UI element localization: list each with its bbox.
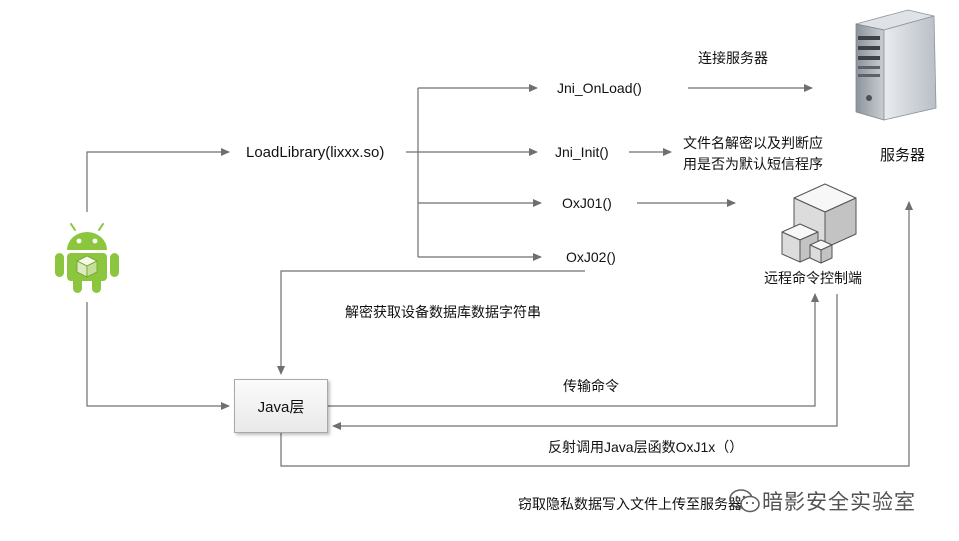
node-server-label: 服务器 [880,147,926,164]
annotation-transfer-command: 传输命令 [563,378,619,394]
node-jni-onload: Jni_OnLoad() [557,80,642,96]
android-icon [55,223,119,293]
node-load-library: LoadLibrary(lixxx.so) [246,144,385,161]
remote-cubes-icon [781,183,857,264]
arrow-java-to-server [280,201,913,467]
node-java-layer: Java层 [234,379,328,433]
node-oxj02: OxJ02() [566,249,616,265]
annotation-connect-server: 连接服务器 [698,50,768,66]
watermark-text: 暗影安全实验室 [762,491,916,514]
arrow-remote-to-java [332,294,838,430]
arrow-java-to-remote [328,293,819,407]
annotation-decrypt-db: 解密获取设备数据库数据字符串 [345,304,541,320]
wechat-icon [729,489,760,513]
node-jni-init: Jni_Init() [555,144,609,160]
java-layer-label: Java层 [257,398,305,416]
watermark: 暗影安全实验室 [728,486,916,516]
server-icon [855,9,937,121]
annotation-reflect-call: 反射调用Java层函数OxJ1x（） [548,439,744,455]
arrow-android-to-java [86,302,230,410]
arrow-android-to-loadlibrary [86,148,230,212]
branch-trunk [406,88,419,257]
annotation-steal-data: 窃取隐私数据写入文件上传至服务器 [518,496,742,512]
node-oxj01: OxJ01() [562,195,612,211]
annotation-decrypt-check-1: 文件名解密以及判断应 [683,135,823,151]
annotation-decrypt-check-2: 用是否为默认短信程序 [683,156,823,172]
arrow-oxj02-to-java [277,270,585,375]
node-remote-control-label: 远程命令控制端 [764,270,862,286]
